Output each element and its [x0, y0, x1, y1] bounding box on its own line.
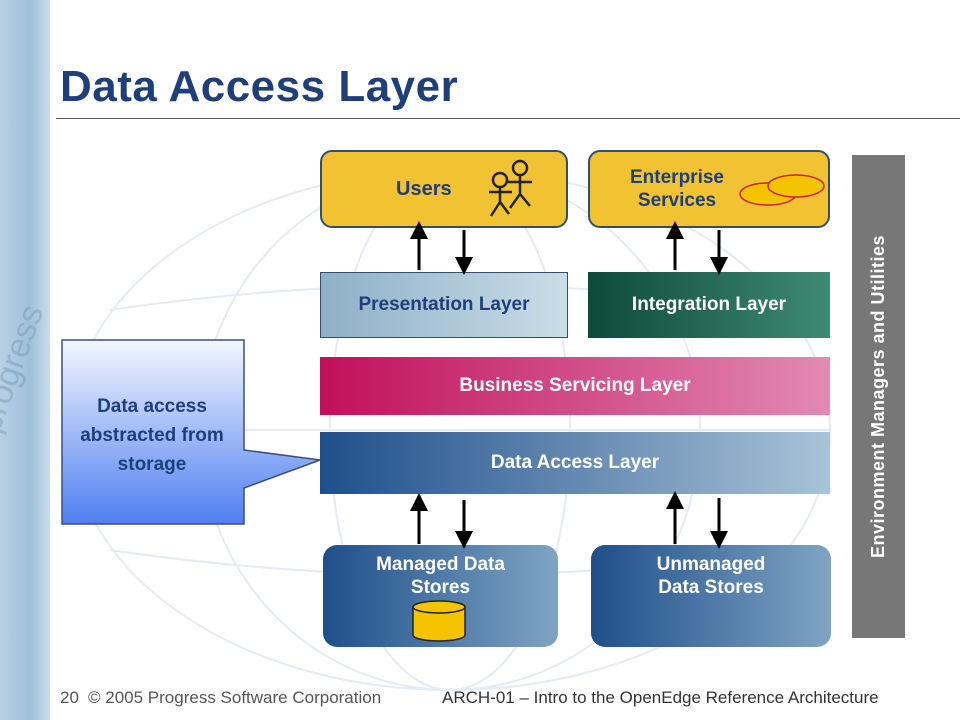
integration-layer: Integration Layer: [588, 272, 830, 338]
unmanaged-data-stores-label: Unmanaged Data Stores: [656, 554, 766, 598]
enterprise-services-ellipses-icon: [739, 174, 825, 206]
footer-title: ARCH-01 – Intro to the OpenEdge Referenc…: [442, 688, 879, 707]
users-box: Users: [320, 150, 568, 228]
title-divider: [56, 118, 960, 119]
callout-text: Data access abstracted from storage: [80, 396, 224, 475]
environment-managers-label: Environment Managers and Utilities: [868, 234, 888, 559]
copyright-text: © 2005 Progress Software Corporation: [88, 688, 382, 707]
users-label: Users: [396, 178, 452, 200]
enterprise-services-box: Enterprise Services: [588, 150, 830, 228]
presentation-layer: Presentation Layer: [320, 272, 568, 338]
left-sidebar-decoration: www.progress: [0, 0, 50, 720]
enterprise-services-label: Enterprise Services: [630, 167, 724, 211]
business-servicing-layer: Business Servicing Layer: [320, 357, 830, 415]
environment-managers-bar: Environment Managers and Utilities: [852, 155, 905, 638]
users-stick-figures-icon: [489, 159, 532, 217]
slide-title: Data Access Layer: [60, 62, 459, 111]
managed-data-stores-box: Managed Data Stores: [323, 545, 558, 647]
database-cylinder-icon: [412, 600, 466, 642]
data-access-layer: Data Access Layer: [320, 432, 830, 494]
callout-shape: [61, 339, 321, 525]
unmanaged-data-stores-box: Unmanaged Data Stores: [591, 545, 831, 647]
page-number: 20: [60, 688, 79, 707]
managed-data-stores-label: Managed Data Stores: [376, 554, 505, 598]
sidebar-watermark: www.progress: [0, 300, 50, 514]
